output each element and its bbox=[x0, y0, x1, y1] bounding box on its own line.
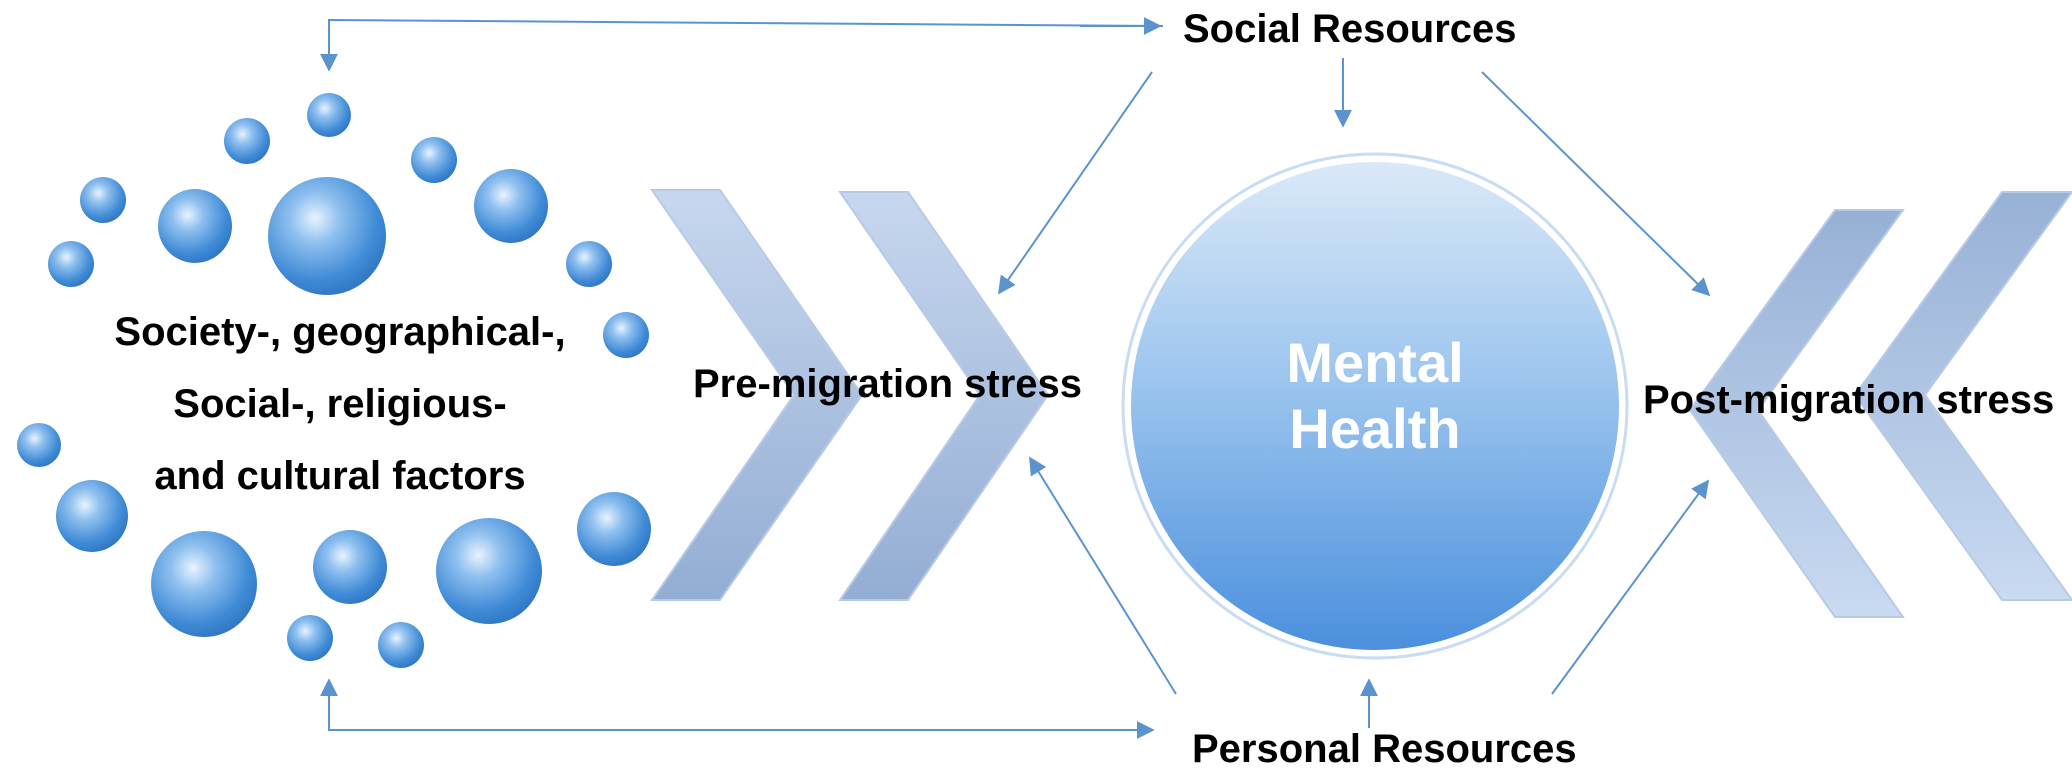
bubble bbox=[224, 118, 270, 164]
post-migration-stress-label: Post-migration stress bbox=[1643, 378, 2055, 422]
arrow-group bbox=[320, 17, 1711, 739]
mental-health-circle bbox=[1127, 158, 1623, 654]
bubble bbox=[577, 492, 651, 566]
bubble-cluster bbox=[17, 93, 651, 668]
bubble bbox=[17, 423, 61, 467]
bubble bbox=[80, 177, 126, 223]
bubble bbox=[48, 241, 94, 287]
bubble bbox=[411, 137, 457, 183]
bubble bbox=[151, 531, 257, 637]
factors-line: and cultural factors bbox=[154, 454, 526, 498]
bubble bbox=[313, 530, 387, 604]
bubble bbox=[566, 241, 612, 287]
post-migration-chevron-2 bbox=[1853, 191, 2072, 601]
post-migration-chevron-1 bbox=[1688, 209, 1905, 618]
pre-migration-chevron-2 bbox=[838, 191, 1050, 601]
mental-health-line: Mental bbox=[1286, 331, 1464, 394]
bubble bbox=[603, 312, 649, 358]
bubble bbox=[474, 169, 548, 243]
factors-line: Society-, geographical-, bbox=[114, 310, 566, 354]
arrow-personal-to-factors bbox=[320, 678, 1150, 731]
arrow-social-to-post-migration bbox=[1481, 71, 1711, 297]
arrow-personal-to-post-migration bbox=[1551, 479, 1710, 695]
personal-resources-label: Personal Resources bbox=[1192, 727, 1577, 771]
social-resources-label: Social Resources bbox=[1183, 7, 1517, 51]
pre-migration-chevron-1 bbox=[650, 189, 864, 601]
bubble bbox=[268, 177, 386, 295]
arrow-social-to-factors bbox=[320, 18, 1164, 72]
bubble bbox=[56, 480, 128, 552]
mental-health-circle-rim bbox=[1121, 152, 1629, 660]
factors-line: Social-, religious- bbox=[173, 382, 507, 426]
mental-health-label: Mental Health bbox=[1128, 330, 1622, 462]
bubble bbox=[158, 189, 232, 263]
arrow-social-to-pre-migration bbox=[997, 71, 1153, 295]
bubble bbox=[436, 518, 542, 624]
bubble bbox=[378, 622, 424, 668]
arrow-personal-to-pre-migration bbox=[1029, 456, 1177, 695]
bubble bbox=[307, 93, 351, 137]
factors-text: Society-, geographical-, Social-, religi… bbox=[40, 296, 640, 512]
mental-health-line: Health bbox=[1289, 397, 1461, 460]
bubble bbox=[287, 615, 333, 661]
pre-migration-stress-label: Pre-migration stress bbox=[693, 362, 1083, 406]
